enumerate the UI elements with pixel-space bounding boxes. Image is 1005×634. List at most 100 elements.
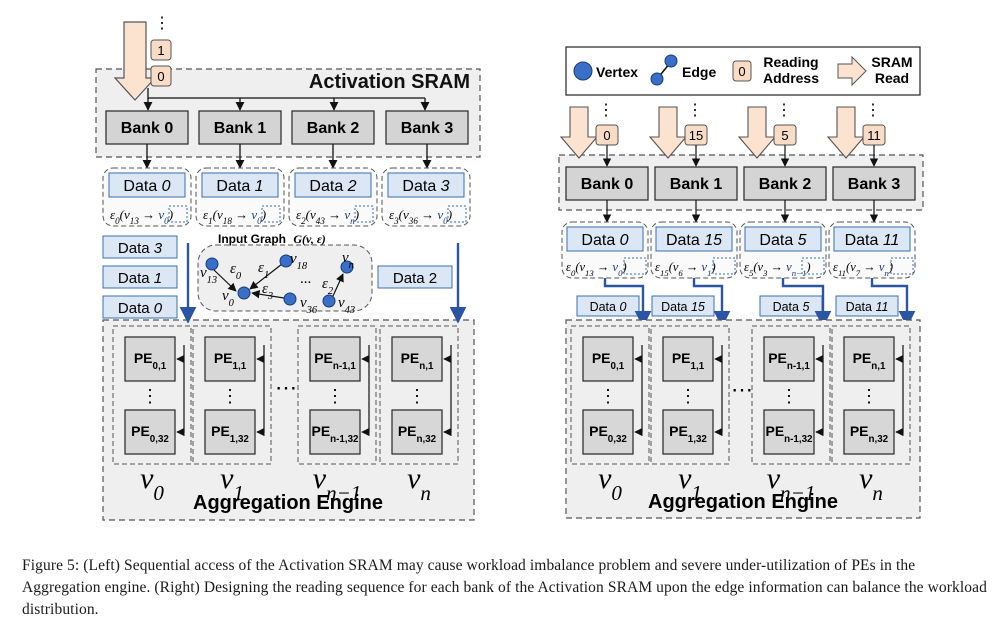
right-address-value-3: 11	[867, 128, 881, 143]
left-edge-label-1: ε1(v18 → v0)	[203, 207, 266, 226]
left-pe-column-0	[112, 325, 192, 465]
right-pe-vdots-1: ⋮	[679, 386, 697, 406]
left-pe-hdots: ⋯	[275, 375, 297, 400]
left-data-box-1	[201, 172, 279, 198]
right-edge-label-0: ε0(v13 → v0)	[566, 260, 627, 278]
left-pe-top-0	[124, 336, 176, 382]
right-small-data-0-label: Data 0	[590, 300, 627, 314]
left-pe-top-2	[309, 336, 361, 382]
left-pe-bottom-1-label: PE1,32	[211, 423, 249, 445]
vertex-node-v18	[279, 254, 293, 268]
graph-node-label-4: vn	[342, 250, 354, 271]
graph-node-label-0: v13	[200, 265, 217, 286]
right-pe-column-0	[570, 325, 650, 465]
left-bank-2	[291, 110, 375, 145]
right-pe-bottom-3	[843, 409, 895, 455]
right-pe-vdots-0: ⋮	[599, 386, 617, 406]
left-edge-dest-highlight-2	[354, 205, 374, 223]
left-pe-vdots-1: ⋮	[221, 386, 239, 406]
right-sram-read-arrow-3	[826, 106, 866, 159]
right-edge-dest-highlight-2	[801, 257, 825, 275]
right-address-dots-2: ⋮	[776, 102, 792, 119]
right-pe-bottom-1-label: PE1,32	[669, 423, 707, 445]
right-bank-0-label: Bank 0	[581, 176, 634, 193]
right-small-data-3-label: Data 11	[846, 300, 889, 314]
right-sram-read-arrow-1	[648, 106, 688, 159]
left-data-box-1-label: Data 1	[216, 178, 263, 195]
left-pe-top-0-label: PE0,1	[134, 350, 167, 372]
legend-reading-address-label-2: Address	[763, 70, 819, 86]
left-edge-label-0: ε0(v13 → v0)	[110, 207, 173, 226]
right-panel: Vertex Edge 0 Reading Address SRAM Read …	[558, 46, 924, 519]
left-pe-bottom-2	[309, 409, 361, 455]
right-pe-top-0	[582, 336, 634, 382]
left-bank-1-label: Bank 1	[214, 120, 267, 137]
left-data-box-0-label: Data 0	[123, 178, 170, 195]
left-address-box-0	[150, 65, 172, 87]
vertex-node-v0	[237, 286, 251, 300]
legend-sram-read-label-1: SRAM	[871, 54, 912, 70]
left-data-box-3-label: Data 3	[402, 178, 449, 195]
right-edge-label-1: ε15(v6 → v1)	[655, 260, 716, 278]
legend-edge-label: Edge	[682, 64, 716, 80]
right-pe-top-3-label: PEn,1	[853, 350, 886, 372]
left-address-stack-dots: ⋮	[154, 15, 170, 32]
left-pe-top-3-label: PEn,1	[401, 350, 434, 372]
legend-vertex-icon	[573, 61, 593, 81]
right-address-value-2: 5	[781, 128, 788, 143]
left-edge-label-2: ε2(v43 → vn)	[296, 207, 359, 226]
right-vertex-label-0: v0	[598, 462, 622, 505]
right-address-dots-1: ⋮	[687, 102, 703, 119]
right-bank-0	[565, 166, 649, 201]
right-pe-column-2	[751, 325, 831, 465]
right-edge-label-3: ε11(v7 → vn)	[833, 260, 893, 278]
right-data-box-2-label: Data 5	[759, 232, 806, 249]
graph-edge-label-2: ε3	[262, 281, 273, 302]
right-route-0	[603, 278, 652, 328]
left-pe-bottom-1	[204, 409, 256, 455]
left-bank-0-label: Bank 0	[121, 120, 174, 137]
right-bank-3	[832, 166, 916, 201]
right-pe-top-3	[843, 336, 895, 382]
right-bank-1-label: Bank 1	[670, 176, 723, 193]
left-edge-dest-highlight-0	[168, 205, 188, 223]
left-data-box-0	[108, 172, 186, 198]
left-pe-bottom-3	[391, 409, 443, 455]
right-pe-column-3	[831, 325, 911, 465]
left-pe-top-2-label: PEn-1,1	[314, 350, 356, 372]
right-pe-vdots-2: ⋮	[780, 386, 798, 406]
right-pe-bottom-1	[662, 409, 714, 455]
right-pe-top-0-label: PE0,1	[592, 350, 625, 372]
left-address-box-1	[150, 39, 172, 61]
right-edge-dest-highlight-0	[623, 257, 647, 275]
legend-edge-icon	[650, 54, 678, 86]
left-vertex-label-1: v1	[220, 462, 244, 505]
graph-ellipsis: ...	[300, 271, 311, 287]
graph-edge-label-3: ε2	[322, 276, 334, 297]
right-data-box-3-label: Data 11	[845, 232, 900, 249]
input-graph-title: Input Graph G(v, ε)	[218, 232, 326, 246]
right-route-1	[692, 278, 731, 328]
right-address-value-0: 0	[603, 128, 610, 143]
left-queue-data-3-label: Data 3	[118, 240, 163, 257]
left-data-box-2	[294, 172, 372, 198]
right-bank-1	[654, 166, 738, 201]
left-sram-read-arrow	[113, 21, 157, 101]
figure-caption: Figure 5: (Left) Sequential access of th…	[22, 557, 987, 618]
left-vertex-label-3: vn	[407, 462, 431, 505]
legend-sram-read-label-2: Read	[875, 70, 909, 86]
right-sram-read-arrow-0	[559, 106, 599, 159]
right-address-dots-0: ⋮	[598, 102, 614, 119]
right-pe-column-1	[650, 325, 730, 465]
left-queue-data-0-label: Data 0	[118, 300, 163, 317]
left-pe-vdots-3: ⋮	[408, 386, 426, 406]
left-pe-bottom-0	[124, 409, 176, 455]
right-pe-bottom-0-label: PE0,32	[589, 423, 627, 445]
right-pe-top-2	[763, 336, 815, 382]
left-activation-sram-title: Activation SRAM	[309, 71, 470, 93]
right-pe-top-1	[662, 336, 714, 382]
left-bank-1	[198, 110, 282, 145]
